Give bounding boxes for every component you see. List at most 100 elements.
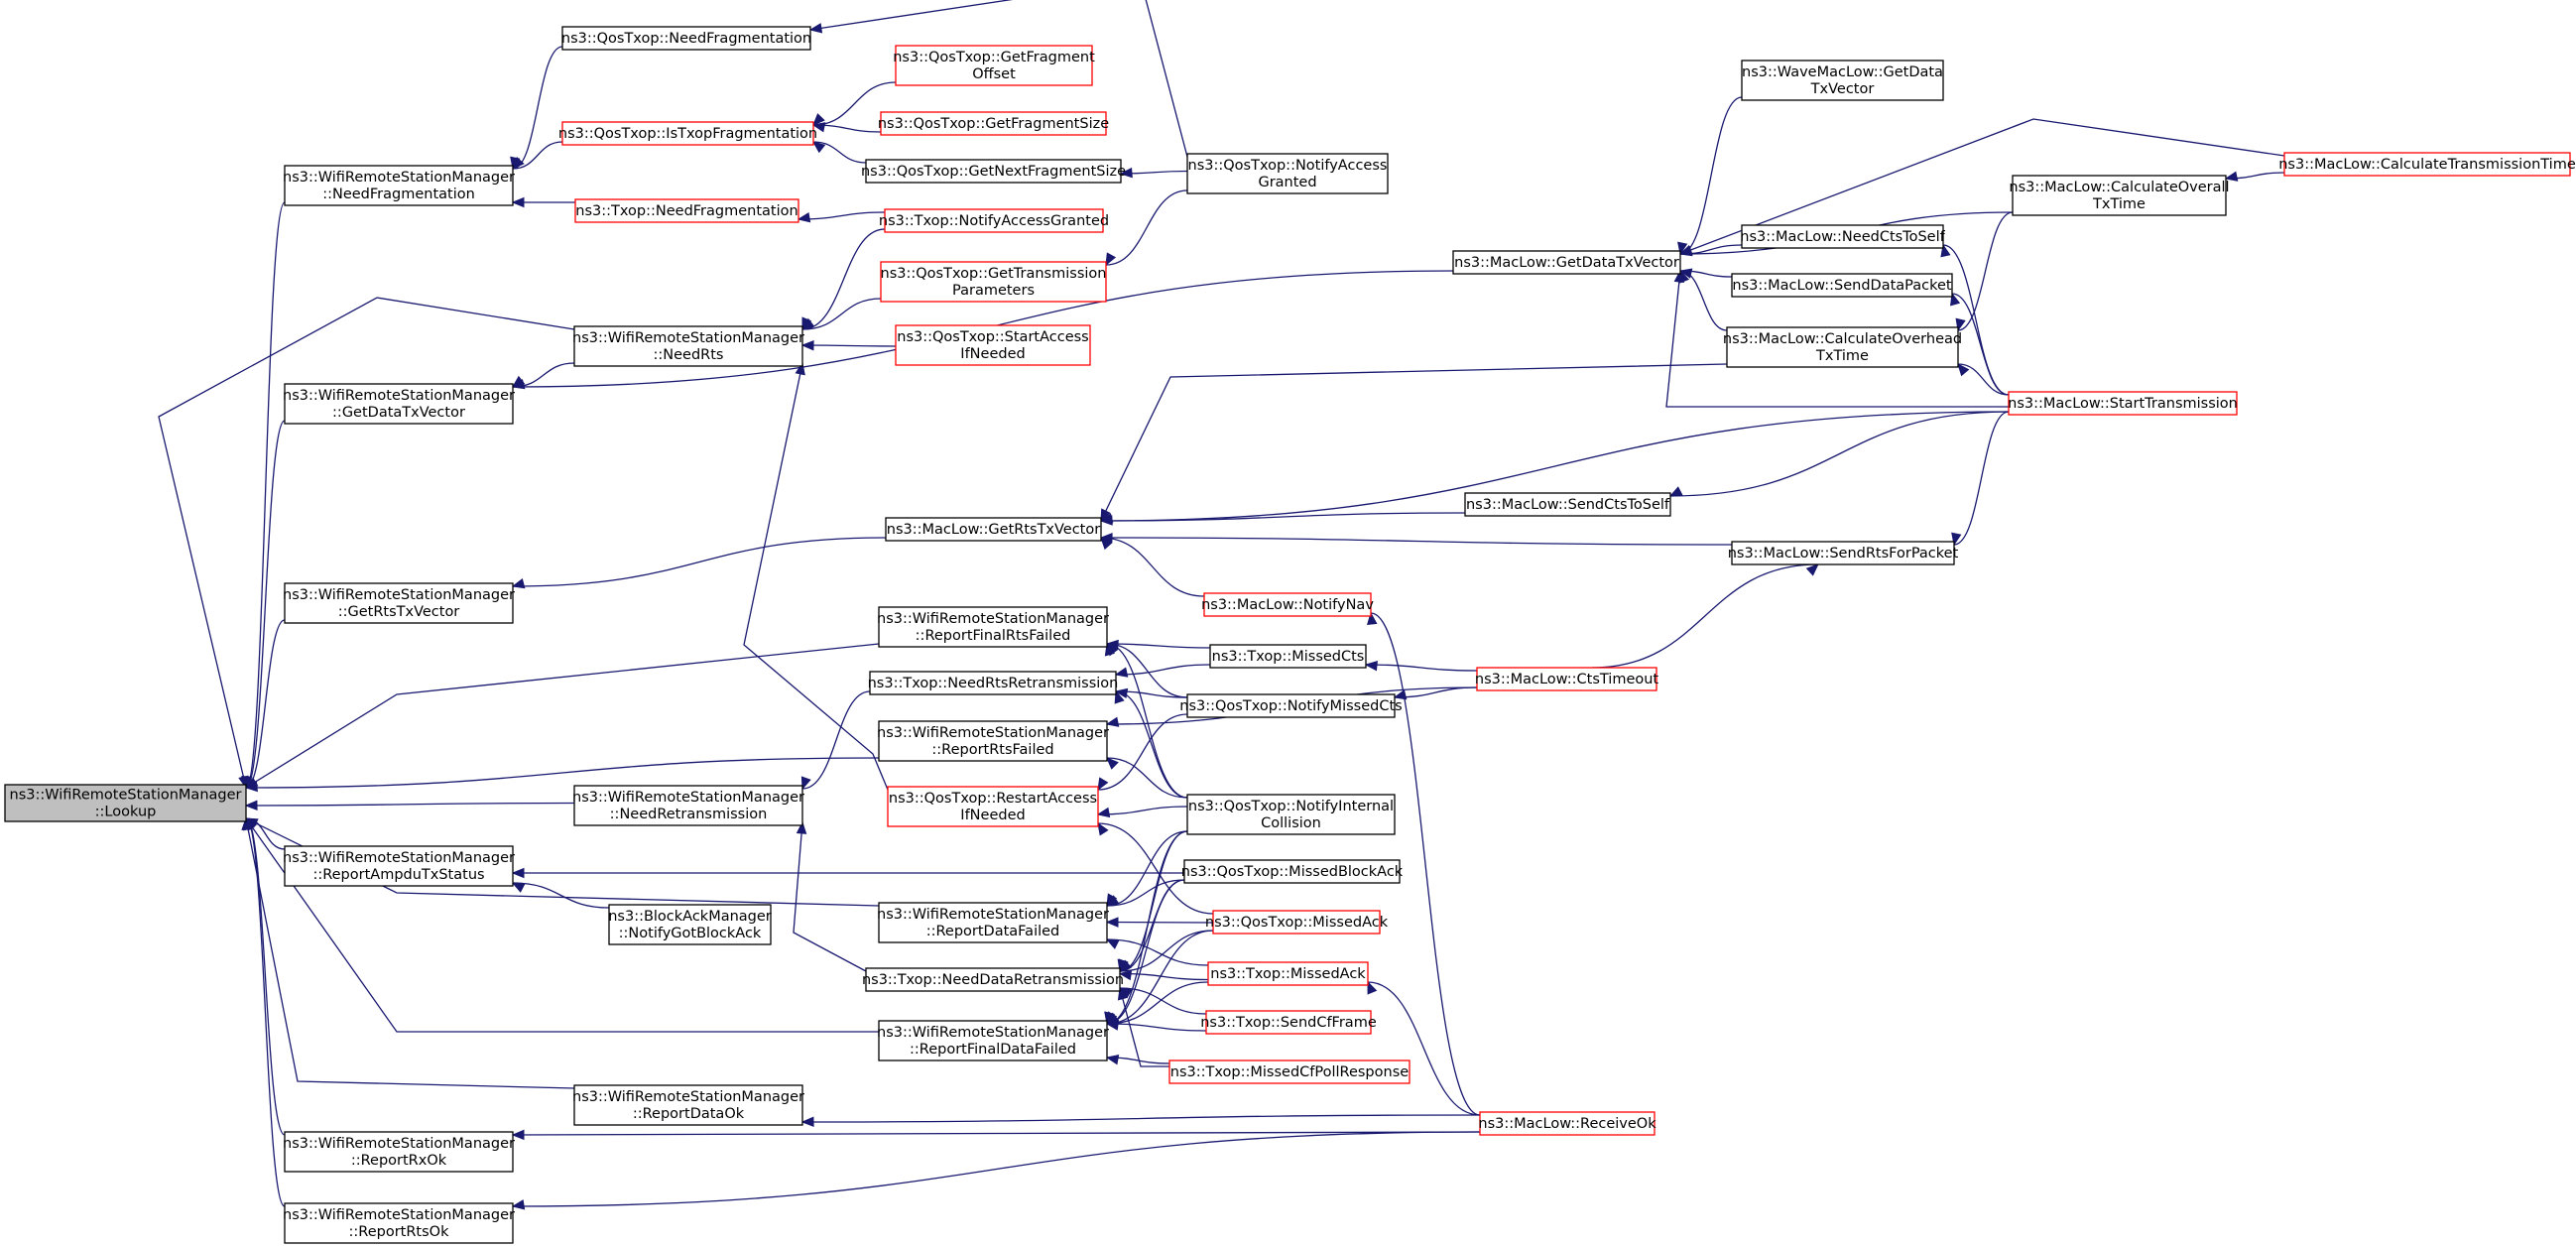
node-reportdatafailed[interactable]: ns3::WifiRemoteStationManager::ReportDat… [877,902,1109,943]
node-label: ns3::Txop::NeedFragmentation [575,203,797,219]
arrowhead-icon [1119,167,1133,179]
edge-line [1100,363,1728,522]
node-label: ns3::WifiRemoteStationManager [283,1207,515,1223]
node-reportampdu[interactable]: ns3::WifiRemoteStationManager::ReportAmp… [283,845,515,887]
node-reportdataok[interactable]: ns3::WifiRemoteStationManager::ReportDat… [572,1084,804,1126]
node-maclow-sendrtsforpacket[interactable]: ns3::MacLow::SendRtsForPacket [1728,541,1959,565]
node-label: IfNeeded [960,346,1025,362]
node-box [573,785,803,826]
node-reportrtsok[interactable]: ns3::WifiRemoteStationManager::ReportRts… [283,1202,515,1244]
node-blockack-notify[interactable]: ns3::BlockAckManager::NotifyGotBlockAck [608,904,772,945]
node-qos-istxopfrag[interactable]: ns3::QosTxop::IsTxopFragmentation [558,121,817,146]
node-box [1186,153,1389,194]
node-label: ::ReportDataOk [633,1106,745,1122]
node-txop-needfrag[interactable]: ns3::Txop::NeedFragmentation [574,198,799,223]
node-maclow-getdatatx[interactable]: ns3::MacLow::GetDataTxVector [1452,250,1681,275]
node-label: ns3::QosTxop::IsTxopFragmentation [558,126,817,142]
node-label: ns3::Txop::MissedAck [1210,966,1366,982]
call-edge-reportampdu-to-blockack_notify [511,882,610,909]
node-reportfinalrtsfailed[interactable]: ns3::WifiRemoteStationManager::ReportFin… [877,606,1109,648]
arrowhead-icon [1957,362,1970,377]
call-edge-maclow_sendrtsforpacket-to-maclow_starttrans [1951,411,2010,547]
node-maclow-needctstoself[interactable]: ns3::MacLow::NeedCtsToSelf [1740,224,1946,249]
node-box [284,845,514,887]
node-label: ns3::WaveMacLow::GetData [1742,64,1943,80]
node-label: ns3::WifiRemoteStationManager [572,1089,804,1105]
arrowhead-icon [1117,986,1129,1001]
node-qos-getnextfragsize[interactable]: ns3::QosTxop::GetNextFragmentSize [861,159,1126,184]
call-edge-qos_getnextfragsize-to-qos_notifyaccess [1119,167,1188,179]
node-needrts[interactable]: ns3::WifiRemoteStationManager::NeedRts [572,325,804,367]
call-edge-maclow_getdatatx-to-wavemac_getdatatx [1677,96,1743,256]
call-edge-needrts-to-txop_notifyaccess [801,228,886,331]
arrowhead-icon [511,578,526,589]
node-wavemac-getdatatx[interactable]: ns3::WaveMacLow::GetDataTxVector [1741,60,1944,101]
node-qos-getfragsize[interactable]: ns3::QosTxop::GetFragmentSize [878,111,1109,136]
node-getrtstx[interactable]: ns3::WifiRemoteStationManager::GetRtsTxV… [283,582,515,624]
node-maclow-sendctstoself[interactable]: ns3::MacLow::SendCtsToSelf [1464,492,1671,517]
node-box [878,902,1108,943]
node-maclow-receiveok[interactable]: ns3::MacLow::ReceiveOk [1478,1111,1656,1136]
edge-line [245,619,286,789]
node-maclow-getrtstx[interactable]: ns3::MacLow::GetRtsTxVector [885,517,1102,542]
node-qos-missedack[interactable]: ns3::QosTxop::MissedAck [1205,910,1389,935]
node-txop-notifyaccess[interactable]: ns3::Txop::NotifyAccessGranted [879,208,1109,233]
node-txop-sendcfframe[interactable]: ns3::Txop::SendCfFrame [1200,1010,1377,1035]
arrowhead-icon [1096,807,1111,818]
node-reportfinaldatafailed[interactable]: ns3::WifiRemoteStationManager::ReportFin… [877,1020,1109,1061]
node-qos-missedblockack[interactable]: ns3::QosTxop::MissedBlockAck [1181,859,1404,884]
node-maclow-senddatapacket[interactable]: ns3::MacLow::SendDataPacket [1731,273,1953,298]
arrowhead-icon [812,113,825,126]
node-lookup[interactable]: ns3::WifiRemoteStationManager::Lookup [4,784,247,822]
node-needfrag[interactable]: ns3::WifiRemoteStationManager::NeedFragm… [283,165,515,206]
call-edge-lookup-to-needretrans [244,800,575,811]
edge-line [1119,879,1185,972]
node-label: ns3::WifiRemoteStationManager [283,850,515,866]
node-box [1183,859,1401,884]
node-txop-missedcts[interactable]: ns3::Txop::MissedCts [1209,644,1367,669]
edge-line [1957,363,2010,396]
node-qos-notifyaccess[interactable]: ns3::QosTxop::NotifyAccessGranted [1186,153,1389,194]
arrowhead-icon [1114,689,1125,704]
node-box [608,904,772,945]
node-txop-needdataretrans[interactable]: ns3::Txop::NeedDataRetransmission [862,967,1124,992]
edge-line [1097,806,1188,815]
node-maclow-calctranstime[interactable]: ns3::MacLow::CalculateTransmissionTime [2278,152,2576,177]
node-qos-needfrag[interactable]: ns3::QosTxop::NeedFragmentation [561,26,811,51]
call-edge-qos_restartaccess-to-qos_notifyinternal [1096,806,1188,818]
call-edge-needfrag-to-txop_needfrag [511,196,575,208]
node-label: ns3::QosTxop::GetTransmission [881,266,1107,282]
node-label: ::NeedFragmentation [322,187,475,202]
node-label: ns3::Txop::MissedCts [1212,649,1365,665]
node-maclow-notifynav[interactable]: ns3::MacLow::NotifyNav [1201,592,1374,617]
arrowhead-icon [244,800,258,811]
node-maclow-starttrans[interactable]: ns3::MacLow::StartTransmission [2008,391,2238,416]
node-needretrans[interactable]: ns3::WifiRemoteStationManager::NeedRetra… [572,785,804,826]
node-label: ns3::WifiRemoteStationManager [572,330,804,346]
node-reportrtsfailed[interactable]: ns3::WifiRemoteStationManager::ReportRts… [877,720,1109,762]
node-txop-missedack[interactable]: ns3::Txop::MissedAck [1207,961,1369,986]
call-edge-reportfinaldatafailed-to-txop_missedcfpoll [1105,1054,1170,1065]
node-maclow-ctstimeout[interactable]: ns3::MacLow::CtsTimeout [1475,667,1659,691]
node-txop-needrtsretrans[interactable]: ns3::Txop::NeedRtsRetransmission [868,671,1119,695]
arrowhead-icon [1805,563,1819,576]
node-qos-notifymissedcts[interactable]: ns3::QosTxop::NotifyMissedCts [1179,693,1403,718]
node-label: ns3::MacLow::GetDataTxVector [1454,255,1679,271]
node-label: Collision [1261,815,1321,831]
node-label: ::ReportRtsFailed [931,742,1053,758]
node-getdatatx[interactable]: ns3::WifiRemoteStationManager::GetDataTx… [283,383,515,425]
call-edge-reportdatafailed-to-qos_missedack [1105,917,1214,928]
node-label: ns3::MacLow::CalculateOverall [2009,180,2229,195]
node-txop-missedcfpoll[interactable]: ns3::Txop::MissedCfPollResponse [1168,1060,1411,1084]
edge-line [1365,664,1478,672]
node-reportrxok[interactable]: ns3::WifiRemoteStationManager::ReportRxO… [283,1131,515,1173]
node-label: ns3::QosTxop::StartAccess [897,329,1088,345]
arrowhead-icon [1097,777,1109,792]
